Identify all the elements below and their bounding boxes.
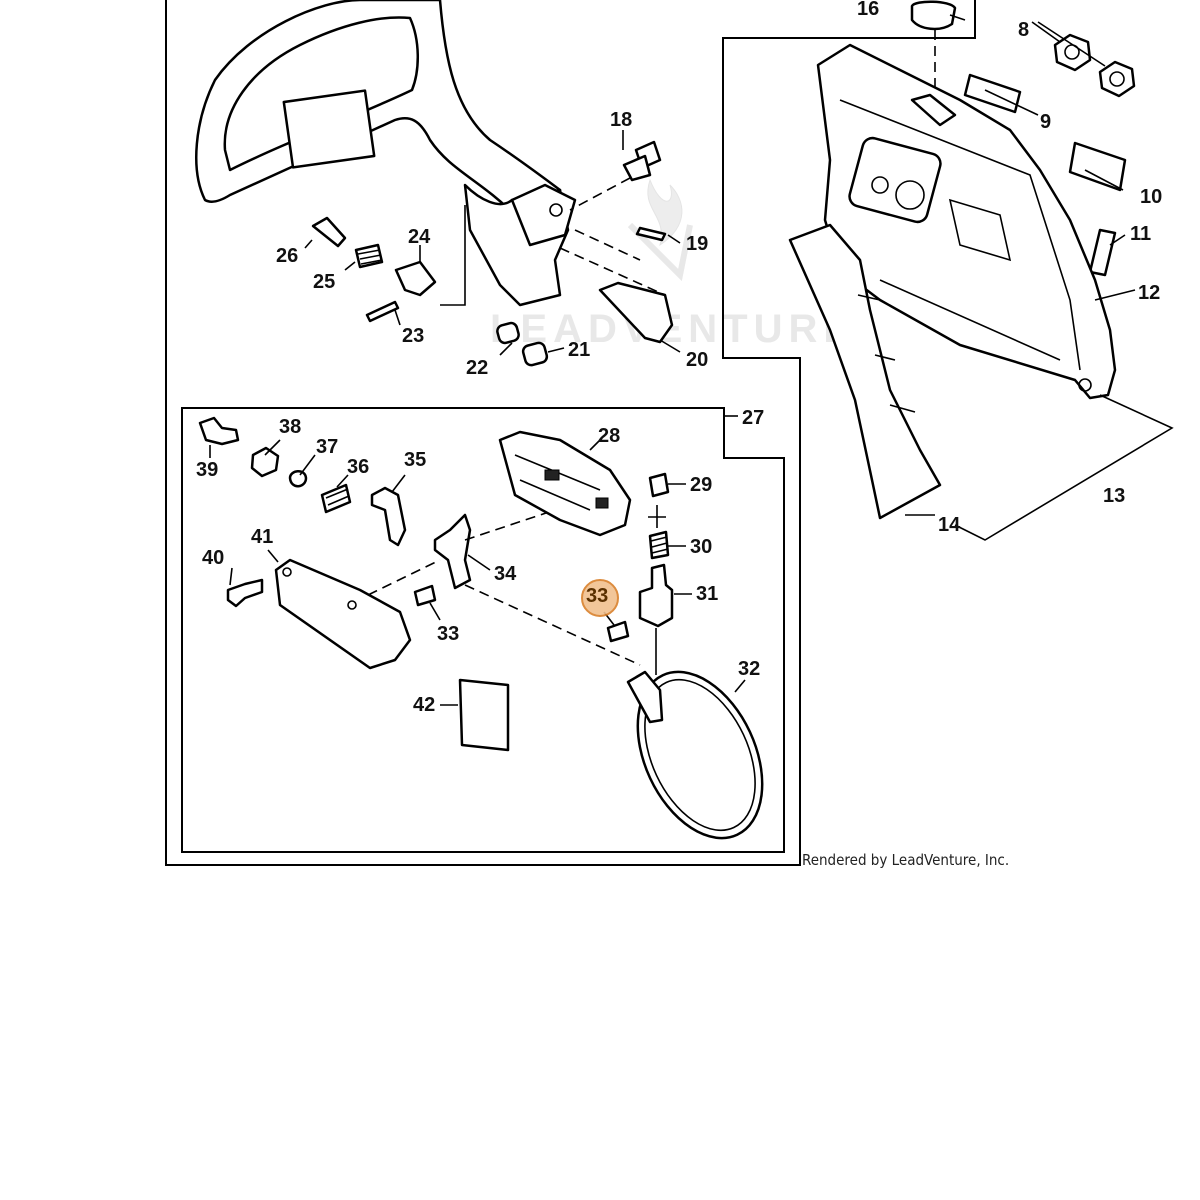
leader-41 bbox=[367, 559, 441, 596]
part-21-sleeve bbox=[521, 341, 549, 367]
callout-32: 32 bbox=[738, 658, 760, 680]
part-41-cover-plate bbox=[274, 558, 412, 670]
outer-frame bbox=[165, 0, 976, 866]
part-8-nuts bbox=[1053, 33, 1136, 98]
part-31-connector bbox=[638, 563, 674, 628]
callout-leaders bbox=[209, 14, 1174, 706]
callout-35: 35 bbox=[404, 449, 426, 471]
credit-text: Rendered by LeadVenture, Inc. bbox=[802, 851, 1009, 869]
part-12-sprocket-cover bbox=[816, 43, 1117, 400]
callout-38: 38 bbox=[279, 416, 301, 438]
leader-18 bbox=[569, 177, 631, 211]
leader-33 bbox=[464, 584, 641, 666]
part-18-screw bbox=[622, 140, 662, 182]
callout-31: 31 bbox=[696, 583, 718, 605]
part-33-pin-highlighted bbox=[606, 620, 630, 643]
part-20-plate bbox=[598, 281, 674, 344]
callout-37: 37 bbox=[316, 436, 338, 458]
callout-23: 23 bbox=[402, 325, 424, 347]
callout-30: 30 bbox=[690, 536, 712, 558]
part-39-screw bbox=[198, 416, 240, 446]
watermark-text: LEADVENTURE bbox=[490, 307, 856, 351]
callout-8: 8 bbox=[1018, 19, 1029, 41]
part-28-brake-housing bbox=[498, 430, 632, 537]
callout-14: 14 bbox=[938, 514, 961, 536]
part-24-bushing bbox=[394, 260, 437, 297]
callout-18: 18 bbox=[610, 109, 632, 131]
part-26-screw bbox=[311, 216, 347, 248]
callout-26: 26 bbox=[276, 245, 298, 267]
part-29-nut bbox=[648, 472, 670, 498]
callout-28: 28 bbox=[598, 425, 620, 447]
kit-frame bbox=[181, 407, 785, 853]
callout-27: 27 bbox=[742, 407, 764, 429]
part-11-label bbox=[1088, 228, 1117, 277]
callout-9: 9 bbox=[1040, 111, 1051, 133]
callout-36: 36 bbox=[347, 456, 369, 478]
callout-25: 25 bbox=[313, 271, 335, 293]
part-35-lever bbox=[370, 486, 407, 547]
leader-34 bbox=[464, 504, 571, 541]
leader-19 bbox=[574, 229, 641, 261]
callout-40: 40 bbox=[202, 547, 224, 569]
part-33-pin bbox=[413, 584, 437, 607]
callout-10: 10 bbox=[1140, 186, 1162, 208]
part-16-plug bbox=[910, 0, 957, 31]
part-42-label bbox=[458, 678, 510, 752]
callout-13: 13 bbox=[1103, 485, 1125, 507]
callout-33-highlighted[interactable]: 33 bbox=[586, 585, 608, 607]
callout-41: 41 bbox=[251, 526, 273, 548]
callout-12: 12 bbox=[1138, 282, 1160, 304]
callout-34: 34 bbox=[494, 563, 517, 585]
part-32-brake-band bbox=[626, 670, 764, 840]
callout-24: 24 bbox=[408, 226, 431, 248]
part-23-pin bbox=[365, 300, 400, 323]
callout-29: 29 bbox=[690, 474, 712, 496]
callout-16: 16 bbox=[857, 0, 879, 20]
part-38-nut bbox=[250, 446, 280, 478]
callout-22: 22 bbox=[466, 357, 488, 379]
part-19-pin bbox=[635, 226, 667, 242]
callout-39: 39 bbox=[196, 459, 218, 481]
highlight-marker[interactable] bbox=[581, 579, 619, 617]
leader-20 bbox=[559, 247, 666, 296]
callout-33: 33 bbox=[437, 623, 459, 645]
part-34-lever bbox=[433, 513, 472, 590]
callout-numbers: 8 9 10 11 12 13 14 16 18 19 20 21 22 23 … bbox=[196, 0, 1162, 716]
part-40-screw bbox=[226, 578, 264, 608]
part-22-sleeve bbox=[496, 321, 520, 345]
part-14-guide-plate bbox=[788, 223, 942, 520]
callout-20: 20 bbox=[686, 349, 708, 371]
callout-42: 42 bbox=[413, 694, 435, 716]
callout-19: 19 bbox=[686, 233, 708, 255]
callout-11: 11 bbox=[1130, 223, 1151, 245]
part-37-washer bbox=[288, 470, 308, 488]
callout-21: 21 bbox=[568, 339, 590, 361]
hand-guard bbox=[195, 0, 577, 307]
part-10-label bbox=[1068, 141, 1127, 192]
